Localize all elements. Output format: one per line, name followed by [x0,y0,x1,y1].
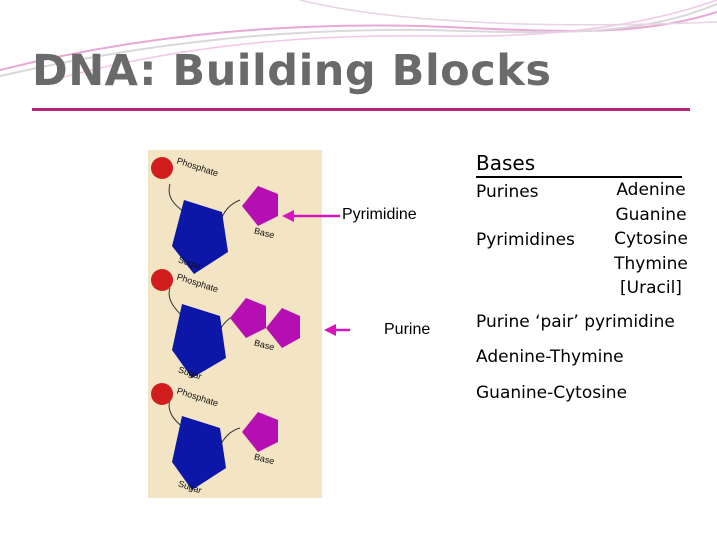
label-phosphate: Phosphate [175,155,220,179]
pair-guanine-cytosine: Guanine-Cytosine [476,383,628,403]
phosphate-circles [151,157,173,405]
label-sugar: Sugar [177,364,203,382]
pair-adenine-thymine: Adenine-Thymine [476,347,624,367]
base-name-list: Adenine Guanine Cytosine Thymine [Uracil… [609,178,693,301]
base-adenine: Adenine [616,180,686,200]
label-phosphate: Phosphate [175,385,220,409]
pyrimidines-label: Pyrimidines [476,230,575,250]
base-thymine: Thymine [614,253,688,274]
bases-heading: Bases [476,151,536,175]
base-guanine: Guanine [615,204,687,225]
base-uracil: [Uracil] [620,278,682,298]
title-underline [32,108,690,111]
bases-heading-underline [476,176,682,178]
label-phosphate: Phosphate [175,271,220,295]
base-shapes [230,186,300,452]
slide-title: DNA: Building Blocks [32,46,552,96]
callout-arrows [282,210,350,336]
sugar-shapes [172,200,228,490]
purines-label: Purines [476,182,539,202]
dna-strand-diagram [148,150,322,498]
pyrimidine-callout-label: Pyrimidine [342,206,417,223]
label-base: Base [253,451,276,467]
pairing-rule: Purine ‘pair’ pyrimidine [476,312,675,332]
base-cytosine: Cytosine [614,229,688,249]
header-swoosh-decoration [0,0,717,79]
label-sugar: Sugar [177,478,203,496]
purine-callout-label: Purine [384,321,431,338]
label-sugar: Sugar [177,254,203,272]
